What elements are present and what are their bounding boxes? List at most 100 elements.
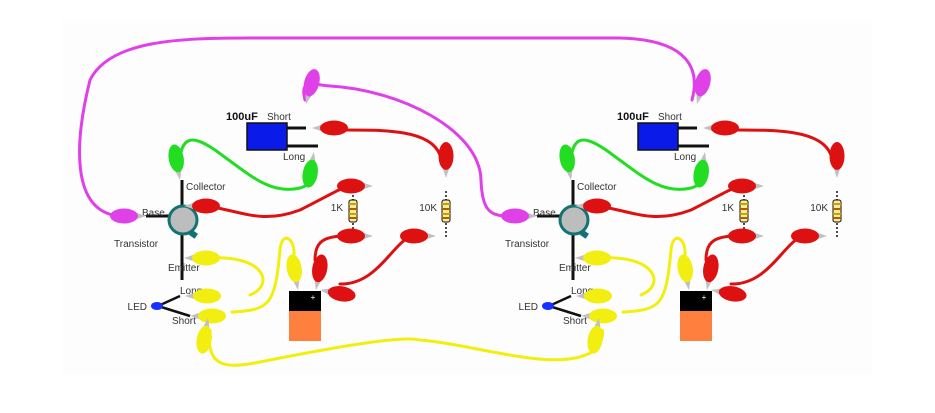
resistor-body (832, 199, 842, 223)
yellow-wire-led-battery (621, 236, 687, 314)
clip-red-10k-bottom (791, 228, 827, 244)
resistor-band (442, 208, 450, 210)
clip-jaw (705, 280, 712, 290)
led-short-label: Short (563, 316, 587, 327)
clip-red-cap (703, 120, 739, 136)
clip-red-battery-b (711, 286, 747, 302)
clip-boot (703, 254, 719, 283)
clip-boot (400, 228, 428, 244)
clip-jaw (305, 94, 312, 104)
capacitor-body (246, 122, 288, 151)
capacitor-value-label: 100uF (617, 111, 649, 123)
base-label: Base (533, 208, 556, 219)
clip-jaw (755, 183, 764, 189)
resistor-band (833, 217, 841, 219)
clip-jaw (700, 152, 707, 162)
clip-red-collector (184, 198, 220, 214)
clip-boot (728, 178, 756, 194)
collector-label: Collector (577, 182, 617, 193)
resistor-10k (441, 191, 451, 237)
clip-jaw (427, 233, 436, 239)
led-long-label: Long (571, 286, 593, 297)
capacitor-short-label: Short (658, 112, 682, 123)
clip-jaw (576, 293, 585, 299)
resistor-band (740, 217, 748, 219)
clip-boot (320, 120, 348, 136)
base-label: Base (142, 208, 165, 219)
resistor-body (739, 199, 749, 223)
capacitor-body (637, 122, 679, 151)
resistor-band (349, 208, 357, 210)
clip-jaw (703, 125, 712, 131)
resistor-10k-label: 10K (419, 203, 437, 214)
capacitor-long-label: Long (674, 152, 696, 163)
clip-jaw (364, 233, 373, 239)
clip-boot (589, 308, 617, 324)
clip-yellow-led-short (581, 308, 617, 324)
clip-jaw (203, 318, 210, 328)
clip-boot (327, 286, 356, 302)
clip-jaw (594, 318, 601, 328)
led-short-label: Short (172, 316, 196, 327)
clip-jaw (309, 152, 316, 162)
clip-jaw (575, 255, 584, 261)
clip-boot (286, 254, 302, 283)
clip-boot (302, 159, 318, 188)
clip-yellow-led-bottom (587, 318, 603, 354)
transistor-tab (188, 229, 198, 239)
capacitor-value-label: 100uF (226, 111, 258, 123)
clip-yellow-led-bottom (196, 318, 212, 354)
resistor-band (442, 203, 450, 205)
clip-boot (587, 325, 603, 354)
clip-boot (198, 308, 226, 324)
led-short-leg (548, 304, 582, 318)
clip-green-cap (302, 152, 318, 188)
clip-jaw (184, 203, 193, 209)
clip-yellow-emitter (575, 250, 611, 266)
resistor-body (348, 199, 358, 223)
clip-jaw (834, 169, 840, 178)
clip-boot (501, 208, 529, 224)
clip-boot (337, 178, 365, 194)
clip-jaw (528, 213, 537, 219)
clip-red-collector (575, 198, 611, 214)
transistor-body (167, 204, 199, 236)
clip-boot (829, 142, 845, 170)
led-body (151, 302, 163, 310)
clip-jaw (581, 313, 590, 319)
capacitor-short-label: Short (267, 112, 291, 123)
led-body (542, 302, 554, 310)
clip-jaw (312, 125, 321, 131)
clip-boot (303, 69, 320, 97)
clip-red-battery-b (320, 286, 356, 302)
clip-boot (438, 142, 454, 170)
resistor-band (349, 213, 357, 215)
resistor-10k-label: 10K (810, 203, 828, 214)
red-wire-collector-1k (594, 184, 743, 218)
clip-red-10k-bottom (400, 228, 436, 244)
clip-red-1k-top (728, 178, 764, 194)
yellow-wire-emitter-led (208, 256, 265, 297)
led-label: LED (519, 302, 538, 313)
resistor-band (349, 217, 357, 219)
clip-boot (312, 254, 328, 283)
clip-jaw (696, 94, 703, 104)
clip-red-10k-top (438, 142, 454, 178)
clip-jaw (137, 213, 146, 219)
resistor-band (442, 213, 450, 215)
clip-yellow-led-short (190, 308, 226, 324)
resistor-band (833, 203, 841, 205)
clip-green-collector (559, 144, 575, 180)
clip-red-battery-a (312, 254, 328, 290)
transistor-body (558, 204, 590, 236)
clip-jaw (185, 293, 194, 299)
clip-jaw (443, 169, 449, 178)
battery-body (289, 311, 321, 341)
clip-magenta-base (501, 208, 537, 224)
clip-red-1k-bottom (337, 228, 373, 244)
clip-boot (718, 286, 747, 302)
capacitor-long-label: Long (283, 152, 305, 163)
clip-boot (791, 228, 819, 244)
